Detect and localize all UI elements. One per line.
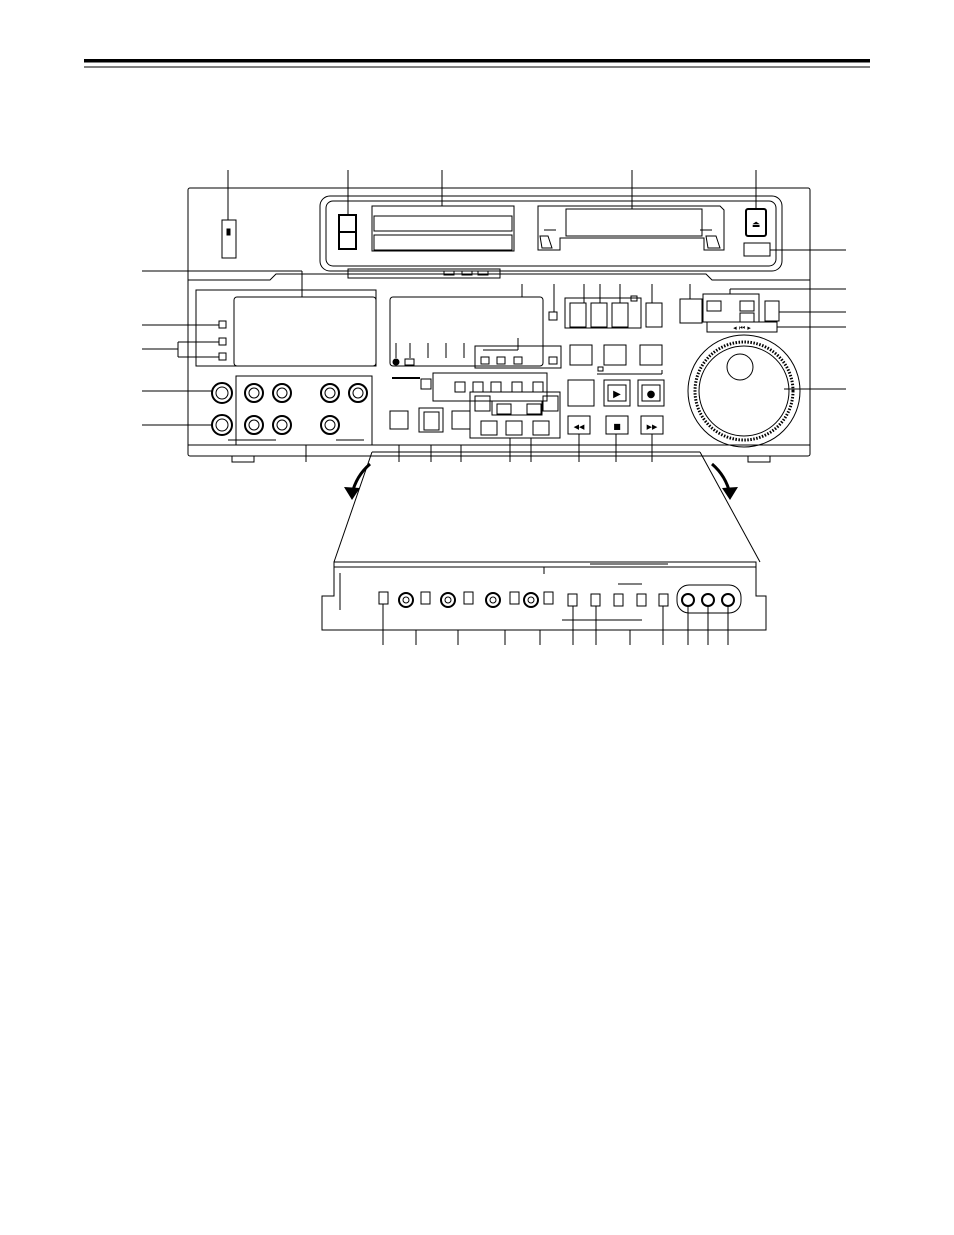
center-lcd xyxy=(390,297,543,366)
headphone-knob[interactable] xyxy=(212,383,232,403)
sub-panel xyxy=(322,562,766,630)
switch-1[interactable] xyxy=(219,321,226,328)
jog-shuttle-dial[interactable] xyxy=(688,335,800,447)
fast-forward-icon: ▶▶ xyxy=(647,423,658,431)
switch-2[interactable] xyxy=(219,338,226,345)
remote-indicator xyxy=(744,243,770,256)
record-icon: ● xyxy=(647,389,656,400)
stop-icon: ■ xyxy=(613,422,621,431)
eject-icon: ⏏ xyxy=(752,220,761,230)
fold-down-indicator xyxy=(334,452,760,562)
rewind-icon: ◀◀ xyxy=(574,423,585,431)
knob-group xyxy=(212,376,372,445)
monitor-knob[interactable] xyxy=(212,415,232,435)
display-select-button[interactable] xyxy=(549,312,557,320)
play-icon: ▶ xyxy=(613,389,621,400)
cassette-button-lower[interactable] xyxy=(339,232,356,249)
level-meter-display xyxy=(234,297,376,366)
reel-icons: ◂ ⏮ ▸ xyxy=(733,324,751,332)
cassette-button-upper[interactable] xyxy=(339,215,356,232)
switch-3[interactable] xyxy=(219,353,226,360)
power-switch[interactable] xyxy=(222,220,236,258)
cassette-slot xyxy=(566,209,702,236)
main-unit: ⏏ xyxy=(188,188,810,462)
header-rule xyxy=(84,59,870,67)
sub-callout-lines xyxy=(383,604,728,645)
